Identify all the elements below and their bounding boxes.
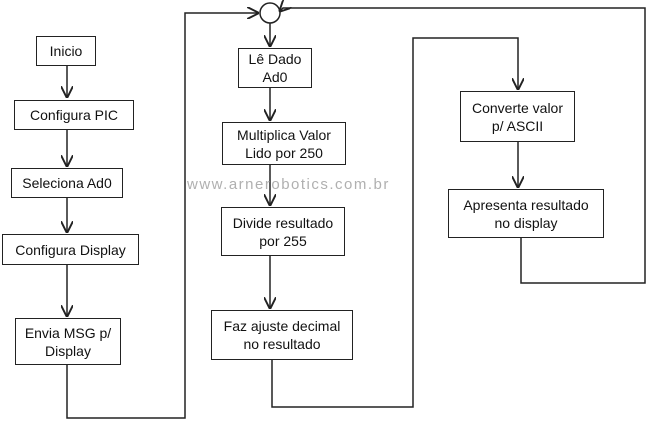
- divide-label-line2: por 255: [259, 232, 307, 249]
- adjust-decimal-box: Faz ajuste decimal no resultado: [211, 310, 353, 360]
- line-show-result-to-junction: [280, 8, 646, 284]
- convert-ascii-label-line2: p/ ASCII: [491, 117, 544, 134]
- multiply-label-line2: Lido por 250: [245, 144, 323, 161]
- send-msg-label-line1: Envia MSG p/: [24, 324, 112, 341]
- read-data-label-line1: Lê Dado: [248, 51, 302, 67]
- line-send-msg-to-junction: [66, 13, 258, 419]
- select-ad0-label: Seleciona Ad0: [22, 175, 112, 191]
- adjust-decimal-label-line2: no resultado: [243, 336, 321, 352]
- start-box: Inicio: [36, 36, 96, 66]
- show-result-label-line1: Apresenta resultado: [463, 196, 589, 213]
- divide-label-line1: Divide resultado: [232, 214, 334, 231]
- select-ad0-box: Seleciona Ad0: [11, 168, 123, 198]
- start-label: Inicio: [49, 43, 83, 59]
- send-msg-label-line2: Display: [45, 342, 91, 359]
- convert-ascii-box: Converte valor p/ ASCII: [460, 91, 575, 142]
- convert-ascii-label-line1: Converte valor: [471, 99, 564, 116]
- read-data-label-line2: Ad0: [262, 69, 288, 85]
- send-msg-box: Envia MSG p/ Display: [15, 318, 121, 365]
- show-result-box: Apresenta resultado no display: [448, 189, 604, 238]
- show-result-label-line2: no display: [494, 214, 558, 231]
- line-adjust-to-convert: [271, 37, 518, 408]
- divide-box: Divide resultado por 255: [221, 207, 345, 256]
- adjust-decimal-label-line1: Faz ajuste decimal: [223, 318, 341, 334]
- configure-pic-box: Configura PIC: [14, 100, 134, 130]
- configure-display-box: Configura Display: [2, 234, 139, 265]
- read-data-box: Lê Dado Ad0: [238, 48, 312, 88]
- junction-connector: [259, 2, 281, 24]
- multiply-box: Multiplica Valor Lido por 250: [222, 122, 346, 165]
- configure-display-label: Configura Display: [15, 241, 126, 258]
- multiply-label-line1: Multiplica Valor: [237, 126, 331, 143]
- watermark-text: www.arnerobotics.com.br: [187, 176, 390, 193]
- configure-pic-label: Configura PIC: [30, 107, 118, 123]
